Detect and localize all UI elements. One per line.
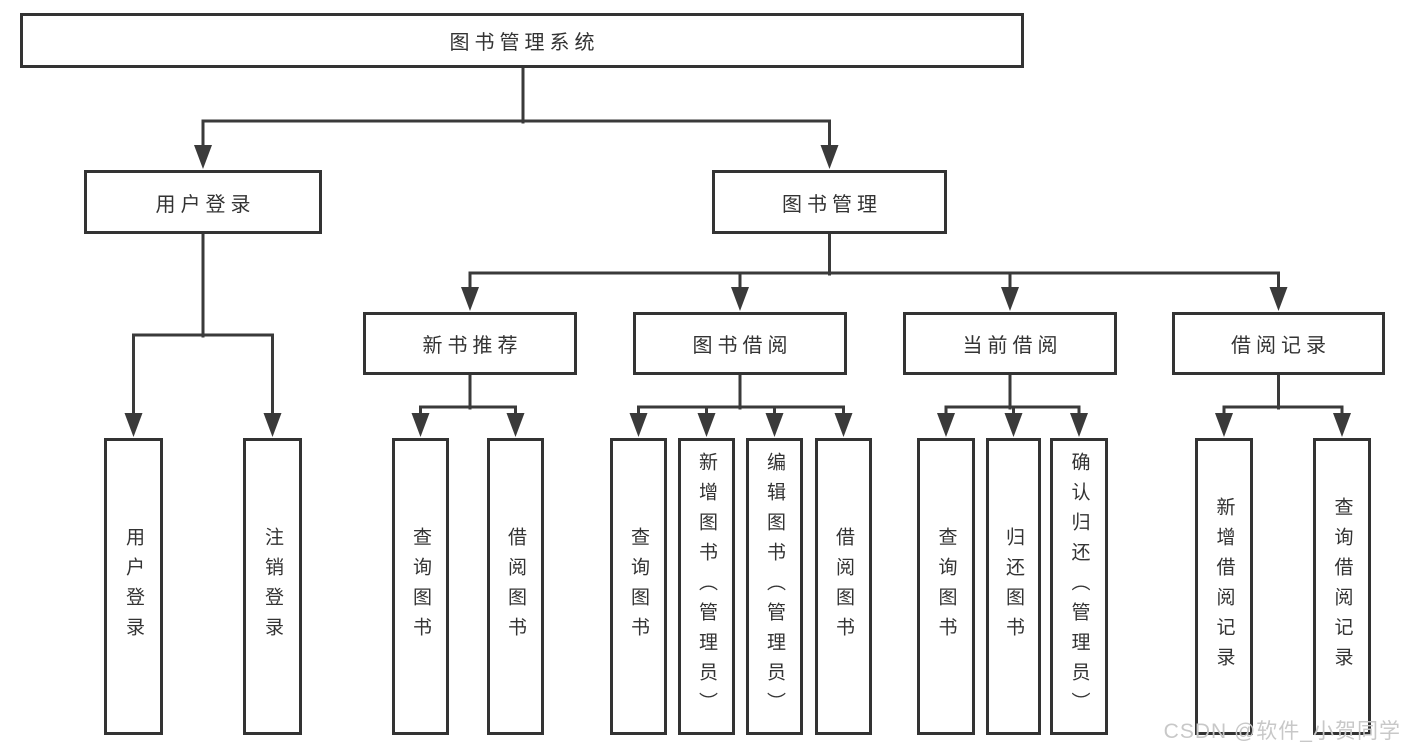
arrow-down-icon (194, 145, 212, 169)
node-book-management: 图书管理 (712, 170, 947, 234)
node-current-borrowing: 当前借阅 (903, 312, 1117, 375)
arrow-down-icon (1001, 287, 1019, 311)
arrow-down-icon (629, 413, 648, 437)
arrow-down-icon (834, 413, 853, 437)
arrow-down-icon (124, 413, 143, 437)
node-book-borrowing: 图书借阅 (633, 312, 847, 375)
arrow-down-icon (1215, 413, 1233, 437)
arrow-down-icon (820, 145, 839, 169)
arrow-down-icon (697, 413, 716, 437)
leaf-borrow-books-borrowing: 借阅图书 (815, 438, 872, 735)
leaf-confirm-return-admin: 确认归还（管理员） (1050, 438, 1108, 735)
leaf-query-books-current: 查询图书 (917, 438, 975, 735)
arrow-down-icon (1333, 413, 1351, 437)
leaf-borrow-books-recommend: 借阅图书 (487, 438, 544, 735)
arrow-down-icon (937, 413, 955, 437)
leaf-add-borrow-record: 新增借阅记录 (1195, 438, 1253, 735)
leaf-query-books-recommend: 查询图书 (392, 438, 449, 735)
arrow-down-icon (1004, 413, 1023, 437)
leaf-query-books-borrowing: 查询图书 (610, 438, 667, 735)
watermark: CSDN @软件_小贺同学 (1163, 720, 1401, 743)
arrow-down-icon (263, 413, 282, 437)
leaf-user-login: 用户登录 (104, 438, 163, 735)
arrowheads (124, 145, 1351, 437)
arrow-down-icon (461, 287, 479, 311)
arrow-down-icon (1269, 287, 1288, 311)
node-new-book-recommend: 新书推荐 (363, 312, 577, 375)
node-borrowing-records: 借阅记录 (1172, 312, 1385, 375)
leaf-query-borrow-record: 查询借阅记录 (1313, 438, 1371, 735)
leaf-edit-books-admin: 编辑图书（管理员） (746, 438, 803, 735)
arrow-down-icon (411, 413, 430, 437)
leaf-logout: 注销登录 (243, 438, 302, 735)
arrow-down-icon (506, 413, 525, 437)
leaf-return-books: 归还图书 (986, 438, 1041, 735)
node-user-login: 用户登录 (84, 170, 322, 234)
leaf-add-books-admin: 新增图书（管理员） (678, 438, 735, 735)
arrow-down-icon (1070, 413, 1088, 437)
arrow-down-icon (731, 287, 749, 311)
arrow-down-icon (765, 413, 784, 437)
node-library-system: 图书管理系统 (20, 13, 1024, 68)
